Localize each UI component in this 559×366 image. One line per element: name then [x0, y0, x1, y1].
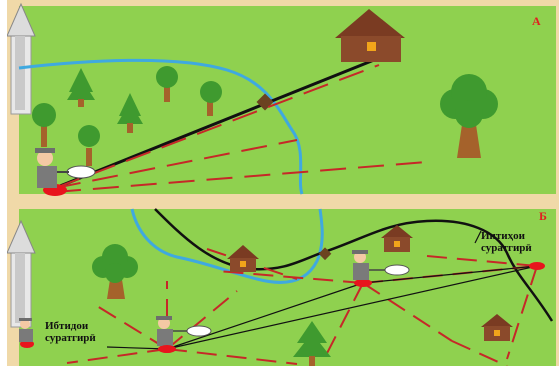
start-label: Ибтидои суратгирӣ: [45, 320, 96, 344]
map-a: [7, 0, 559, 205]
panel-a: А: [7, 0, 559, 205]
end-label: Интиҳои суратгирӣ: [481, 230, 532, 254]
start-sub: суратгирӣ: [45, 332, 96, 344]
start-title: Ибтидои: [45, 320, 96, 332]
camera-marker-icon: [159, 345, 175, 353]
camera-marker-icon: [529, 262, 545, 270]
panel-b-letter: Б: [539, 209, 547, 224]
panel-b: Б Ибтидои суратгирӣ Интиҳои суратгирӣ: [7, 201, 559, 366]
end-sub: суратгирӣ: [481, 242, 532, 254]
panel-a-letter: А: [532, 14, 541, 29]
end-title: Интиҳои: [481, 230, 532, 242]
map-b-grass: [19, 209, 556, 366]
